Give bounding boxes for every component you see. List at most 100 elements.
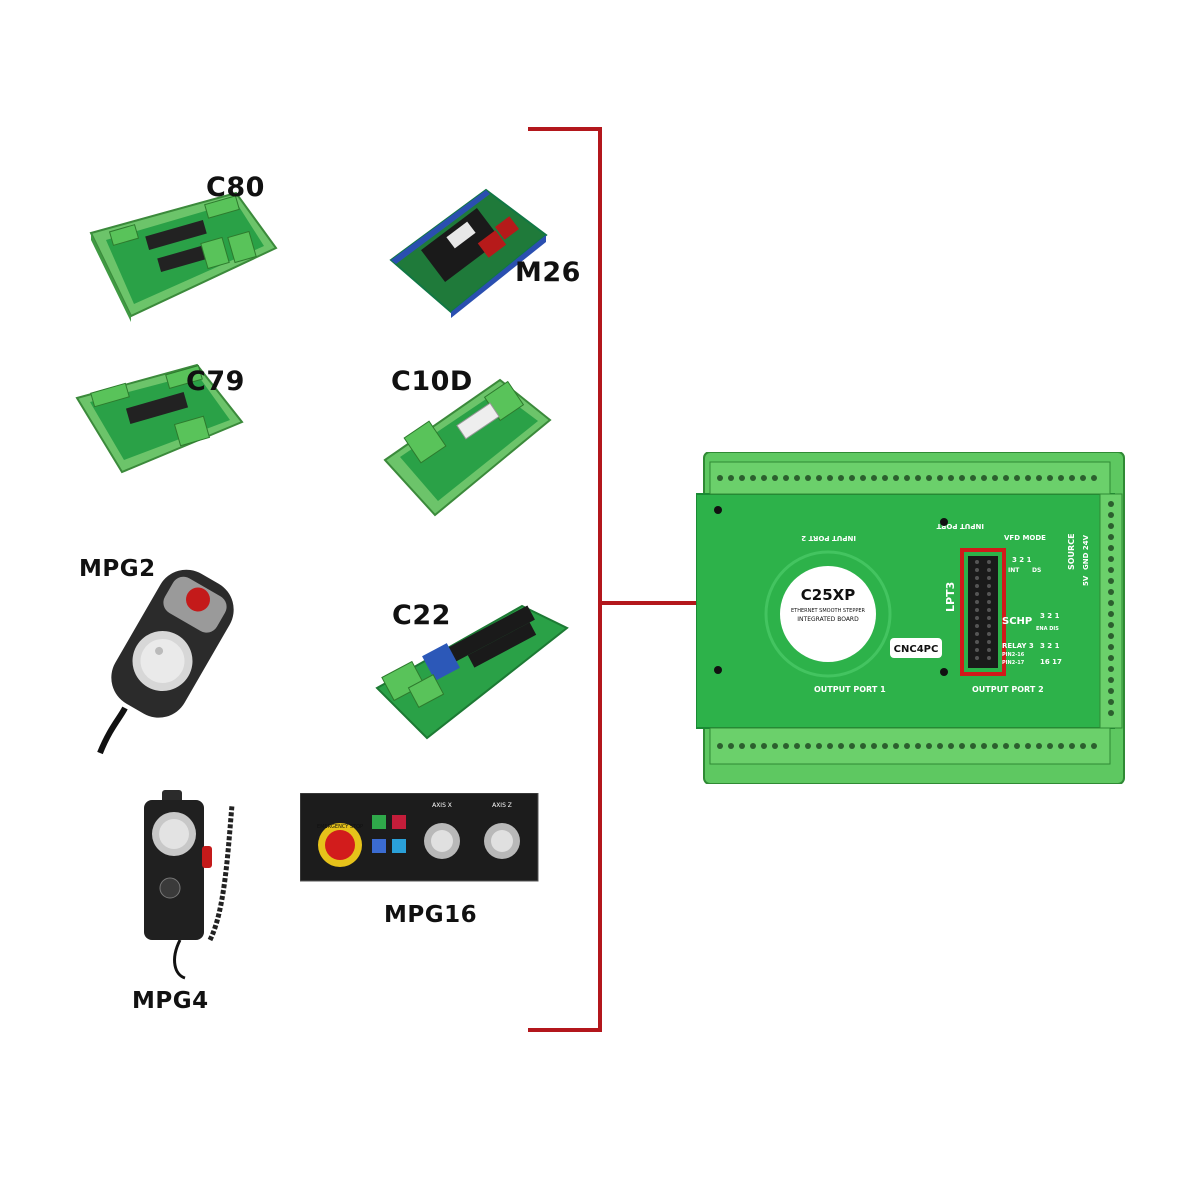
c10d-label: C10D (391, 366, 473, 397)
lpt3-label: LPT3 (944, 582, 957, 612)
terminal-hole (987, 592, 991, 596)
m26-label: M26 (515, 257, 581, 288)
c22-board-image (372, 598, 572, 743)
vfd-mode-label: VFD MODE (1004, 534, 1046, 542)
terminal-hole (1108, 633, 1114, 639)
terminal-hole (1058, 475, 1064, 481)
subtitle-2: INTEGRATED BOARD (797, 616, 859, 623)
terminal-hole (992, 475, 998, 481)
terminal-hole (987, 600, 991, 604)
terminal-hole (1036, 743, 1042, 749)
brand-logo: CNC4PC (894, 644, 939, 655)
terminal-hole (827, 475, 833, 481)
terminal-hole (772, 475, 778, 481)
terminal-hole (970, 475, 976, 481)
terminal-hole (728, 743, 734, 749)
terminal-hole (1108, 688, 1114, 694)
terminal-hole (904, 743, 910, 749)
terminal-hole (975, 600, 979, 604)
terminal-hole (1003, 475, 1009, 481)
relay3-label: RELAY 3 (1002, 642, 1034, 650)
terminal-hole (739, 743, 745, 749)
terminal-hole (1108, 677, 1114, 683)
terminal-hole (1047, 743, 1053, 749)
terminal-hole (761, 475, 767, 481)
terminal-hole (1036, 475, 1042, 481)
terminal-hole (750, 743, 756, 749)
terminal-hole (1108, 589, 1114, 595)
terminal-hole (987, 608, 991, 612)
terminal-hole (987, 560, 991, 564)
gnd-24v-label: GND 24V (1082, 534, 1090, 570)
terminal-hole (975, 568, 979, 572)
pin-17-label: PIN2-17 (1002, 660, 1025, 666)
terminal-hole (816, 743, 822, 749)
model-text: C25XP (801, 586, 855, 604)
terminal-hole (1108, 523, 1114, 529)
terminal-hole (981, 743, 987, 749)
terminal-hole (959, 743, 965, 749)
output-port-1-label: OUTPUT PORT 1 (814, 685, 886, 694)
input-port-label: INPUT PORT (936, 522, 984, 530)
terminal-hole (761, 743, 767, 749)
terminal-hole (948, 743, 954, 749)
terminal-hole (860, 743, 866, 749)
terminal-hole (1108, 512, 1114, 518)
relay-pins: 3 2 1 (1040, 642, 1060, 650)
knob2-label: AXIS Z (492, 802, 512, 809)
terminal-hole (975, 616, 979, 620)
terminal-hole (860, 475, 866, 481)
terminal-hole (1108, 600, 1114, 606)
terminal-hole (882, 743, 888, 749)
terminal-hole (827, 743, 833, 749)
terminal-hole (975, 560, 979, 564)
bracket-line (528, 127, 602, 1032)
terminal-hole (1025, 743, 1031, 749)
lpt3-header (968, 556, 998, 668)
terminal-hole (783, 743, 789, 749)
terminal-hole (1108, 666, 1114, 672)
c80-label: C80 (206, 172, 265, 203)
terminal-hole (987, 624, 991, 628)
terminal-hole (882, 475, 888, 481)
terminal-hole (987, 640, 991, 644)
c80-board-image (86, 188, 281, 323)
terminal-hole (926, 475, 932, 481)
terminal-hole (739, 475, 745, 481)
terminal-hole (975, 656, 979, 660)
terminal-hole (981, 475, 987, 481)
mpg2-label: MPG2 (79, 556, 156, 582)
c25xp-main-board: C25XP ETHERNET SMOOTH STEPPER INTEGRATED… (695, 451, 1132, 785)
terminal-hole (975, 592, 979, 596)
c10d-board-image (380, 375, 555, 525)
mpg16-panel-image: EMERGENCY STOP AXIS X AXIS Z (300, 793, 540, 883)
terminal-hole (987, 632, 991, 636)
terminal-hole (975, 576, 979, 580)
terminal-hole (805, 475, 811, 481)
terminal-hole (1108, 655, 1114, 661)
terminal-hole (987, 656, 991, 660)
terminal-hole (717, 743, 723, 749)
schp-pins: 3 2 1 (1040, 612, 1060, 620)
terminal-hole (772, 743, 778, 749)
terminal-hole (975, 624, 979, 628)
terminal-hole (805, 743, 811, 749)
terminal-hole (838, 475, 844, 481)
terminal-hole (975, 648, 979, 652)
terminal-hole (1108, 556, 1114, 562)
terminal-hole (987, 576, 991, 580)
terminal-hole (959, 475, 965, 481)
terminal-hole (915, 743, 921, 749)
terminal-hole (1069, 475, 1075, 481)
terminal-hole (1014, 743, 1020, 749)
terminal-hole (1058, 743, 1064, 749)
terminal-hole (728, 475, 734, 481)
terminal-hole (1080, 743, 1086, 749)
terminal-hole (750, 475, 756, 481)
knob1-label: AXIS X (432, 802, 452, 809)
terminal-hole (816, 475, 822, 481)
terminal-hole (987, 616, 991, 620)
terminal-hole (975, 608, 979, 612)
terminal-hole (1091, 743, 1097, 749)
terminal-hole (1014, 475, 1020, 481)
